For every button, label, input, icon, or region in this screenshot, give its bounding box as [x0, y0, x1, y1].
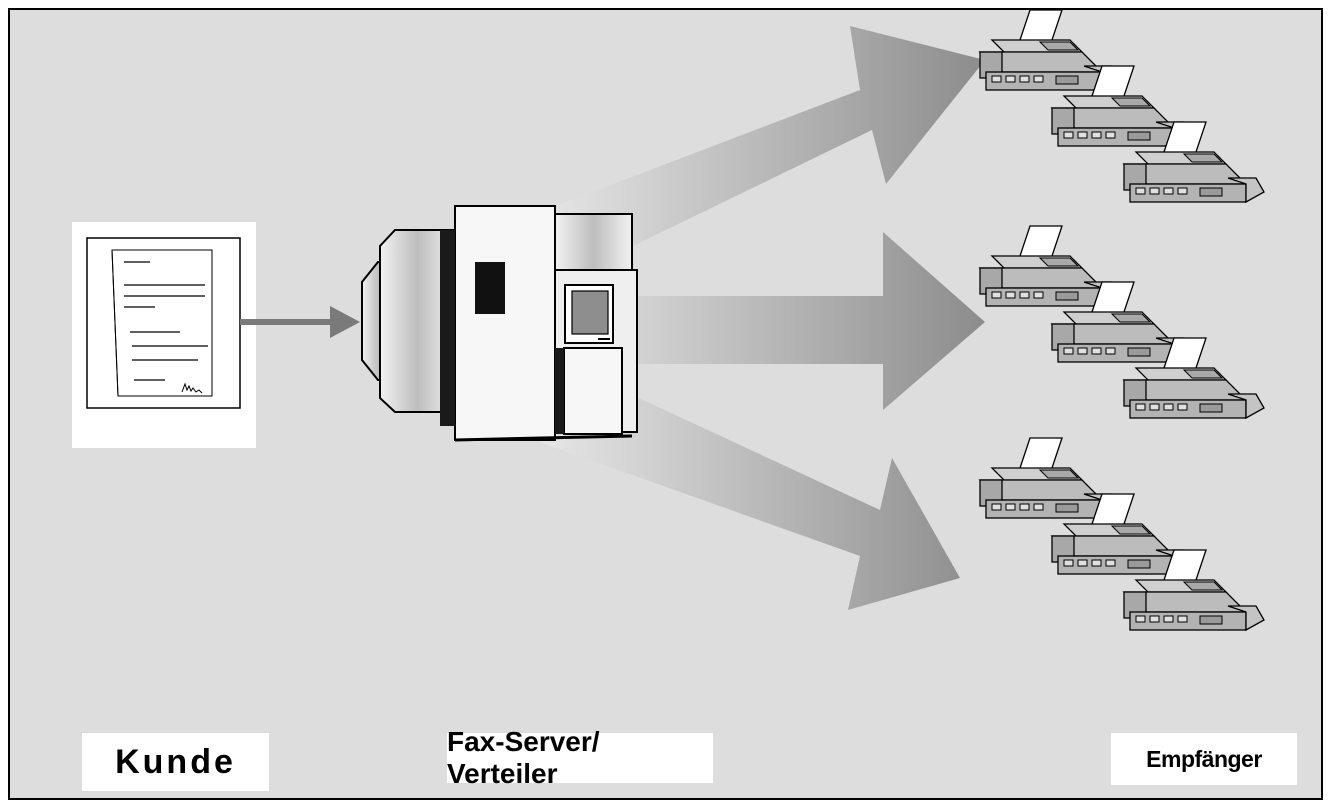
distribution-arrow-upper [540, 26, 985, 262]
signed-document-icon [72, 222, 256, 448]
recipients-label-text: Empfänger [1146, 745, 1262, 772]
recipients-label: Empfänger [1111, 733, 1297, 785]
fax-server-icon [361, 205, 638, 442]
submit-arrow [240, 306, 360, 338]
customer-label: Kunde [82, 733, 269, 791]
distribution-arrow-lower [540, 380, 960, 610]
server-label-text: Fax-Server/ Verteiler [447, 726, 600, 789]
distribution-arrow-middle [600, 232, 985, 410]
customer-label-text: Kunde [115, 742, 236, 781]
server-label: Fax-Server/ Verteiler [447, 726, 713, 789]
